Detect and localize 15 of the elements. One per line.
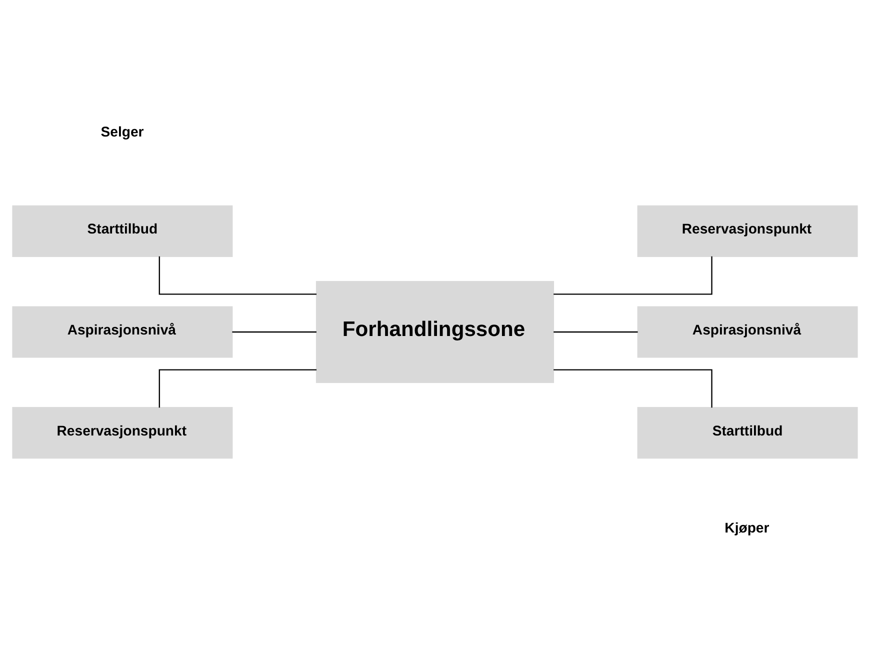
node-box: Reservasjonspunkt — [12, 407, 233, 459]
connector — [554, 256, 712, 295]
node-box: Starttilbud — [12, 205, 233, 257]
node-box: Aspirasjonsnivå — [12, 306, 233, 358]
connector — [158, 256, 317, 295]
connector — [232, 331, 316, 333]
connector — [554, 331, 638, 333]
label: Selger — [100, 123, 144, 140]
label: Kjøper — [724, 520, 770, 536]
node-box: Reservasjonspunkt — [637, 205, 858, 257]
connector — [158, 369, 317, 408]
node-box: Forhandlingssone — [316, 280, 554, 384]
node-box: Aspirasjonsnivå — [637, 306, 858, 358]
connector — [554, 369, 712, 408]
node-box: Starttilbud — [637, 407, 858, 459]
